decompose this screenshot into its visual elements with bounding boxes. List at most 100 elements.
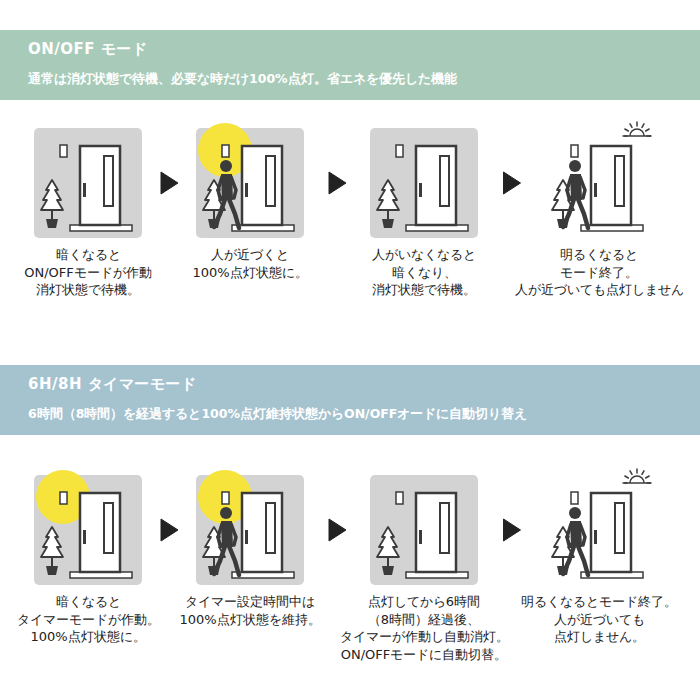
mode-header-band: 6H/8H タイマーモード 6時間（8時間）を経過すると100%点灯維持状態からO… (0, 365, 700, 435)
entrance-illustration (545, 475, 653, 585)
sun-ray (646, 476, 649, 478)
walking-person (563, 507, 588, 575)
person-leg (578, 546, 588, 575)
plant-foliage (377, 180, 399, 210)
door-window (440, 503, 449, 553)
sun-ray (646, 129, 649, 131)
step-panel: 人がいなくなると 暗くなり、 消灯状態で待機。 (370, 128, 478, 238)
person-leg (214, 546, 225, 574)
sun-ray (636, 122, 638, 126)
person-arm (580, 177, 585, 198)
sun-ray (642, 124, 644, 127)
entrance-illustration (196, 475, 304, 585)
step-caption: 明るくなると モード終了。 人が近づいても点灯しません (509, 246, 689, 299)
sensor-light (222, 492, 229, 504)
person-head (220, 507, 232, 519)
door-window (104, 503, 113, 553)
plant-pot (382, 219, 394, 228)
sensor-light (571, 145, 578, 157)
sun-ray (623, 482, 627, 484)
person-leg (229, 199, 239, 228)
plant-foliage (41, 180, 63, 210)
step-panel: タイマー設定時間中は 100%点灯状態を維持。 (196, 475, 304, 585)
sensor-light (222, 145, 229, 157)
door (416, 146, 456, 225)
entrance-illustration (196, 128, 304, 238)
plant-trunk (51, 557, 53, 567)
plant-trunk (213, 557, 215, 567)
door-window (266, 503, 275, 553)
step-caption: 暗くなると タイマーモードが作動。 100%点灯状態に。 (0, 593, 178, 646)
sensor-light (396, 492, 403, 504)
door-handle (594, 530, 597, 544)
flow-arrow (504, 172, 521, 194)
step-panel: 人が近づくと 100%点灯状態に。 (196, 128, 304, 238)
door (591, 146, 631, 225)
mode-description: 6時間（8時間）を経過すると100%点灯維持状態からON/OFFオードに自動切り… (28, 406, 672, 423)
horizon (624, 135, 651, 137)
entrance-illustration (34, 475, 142, 585)
door-handle (419, 183, 422, 197)
entrance-illustration (370, 475, 478, 585)
door (591, 493, 631, 572)
mode-title: 6H/8H タイマーモード (28, 375, 672, 394)
potted-plant (41, 527, 63, 575)
mode-header-band: ON/OFF モード通常は消灯状態で待機、必要な時だけ100%点灯。省エネを優先… (0, 30, 700, 100)
plant-foliage (41, 527, 63, 557)
plant-foliage (377, 527, 399, 557)
person-arm (580, 524, 585, 545)
sensor-light (396, 145, 403, 157)
person-arm (567, 524, 571, 545)
sun-disc (630, 129, 644, 136)
door-handle (245, 183, 248, 197)
sun-ray (642, 471, 644, 474)
walking-person (563, 160, 588, 228)
person-leg (563, 199, 574, 227)
step-caption: 人がいなくなると 暗くなり、 消灯状態で待機。 (334, 246, 514, 299)
person-arm (218, 177, 222, 198)
door-window (266, 156, 275, 206)
door-window (615, 503, 624, 553)
mode-description: 通常は消灯状態で待機、必要な時だけ100%点灯。省エネを優先した機能 (28, 71, 672, 88)
door-handle (419, 530, 422, 544)
walking-person (214, 160, 239, 228)
door-window (615, 156, 624, 206)
sun-ray (630, 124, 632, 127)
entrance-illustration (370, 128, 478, 238)
flow-arrow (504, 519, 521, 541)
sensor-light (60, 145, 67, 157)
door-handle (594, 183, 597, 197)
sun-ray (636, 469, 638, 473)
plant-trunk (387, 210, 389, 220)
sun-ray (647, 482, 651, 484)
potted-plant (41, 180, 63, 228)
sun-ray (625, 476, 628, 478)
door (242, 493, 282, 572)
door-window (440, 156, 449, 206)
horizon (624, 482, 651, 484)
walking-person (214, 507, 239, 575)
sun-ray (623, 135, 627, 137)
entrance-illustration (545, 128, 653, 238)
sensor-light (60, 492, 67, 504)
plant-trunk (562, 210, 564, 220)
door-handle (83, 183, 86, 197)
step-panel: 明るくなるとモード終了。 人が近づいても 点灯しません。 (545, 475, 653, 585)
step-caption: 人が近づくと 100%点灯状態に。 (160, 246, 340, 281)
door-handle (83, 530, 86, 544)
person-arm (231, 524, 236, 545)
step-panel: 点灯してから6時間 （8時間）経過後、 タイマーが作動し自動消灯。 ON/OFF… (370, 475, 478, 585)
plant-pot (382, 566, 394, 575)
mode-title: ON/OFF モード (28, 40, 672, 59)
person-arm (231, 177, 236, 198)
flow-arrow (161, 519, 178, 541)
step-caption: 暗くなると ON/OFFモードが作動 消灯状態で待機。 (0, 246, 178, 299)
door-window (104, 156, 113, 206)
sun-ray (630, 471, 632, 474)
step-panel: 明るくなると モード終了。 人が近づいても点灯しません (545, 128, 653, 238)
entrance-illustration (34, 128, 142, 238)
step-panel: 暗くなると ON/OFFモードが作動 消灯状態で待機。 (34, 128, 142, 238)
plant-pot (46, 219, 58, 228)
sun-icon (623, 122, 651, 136)
